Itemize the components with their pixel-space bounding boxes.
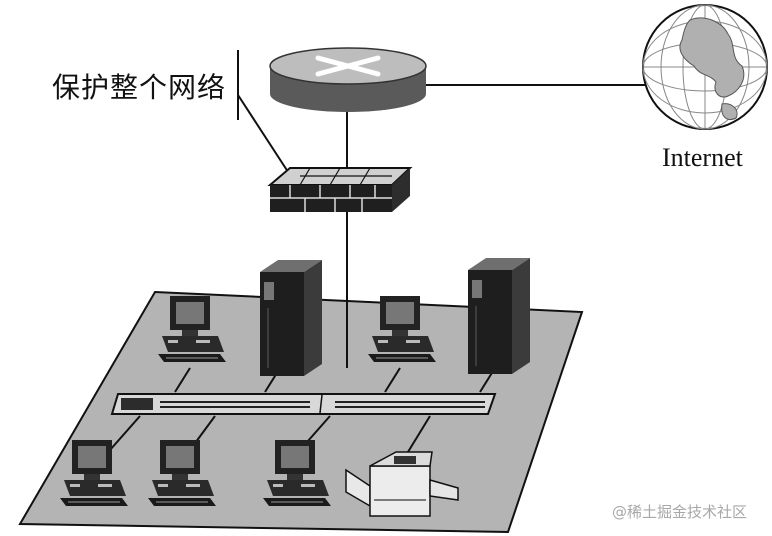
server-icon <box>467 257 531 375</box>
switch-icon <box>110 393 497 415</box>
protect-network-label: 保护整个网络 <box>52 71 227 104</box>
watermark-label: @稀土掘金技术社区 <box>612 503 748 521</box>
server-icon <box>259 259 323 377</box>
globe-icon <box>642 4 768 130</box>
router-icon <box>269 47 427 112</box>
internet-label: Internet <box>662 143 743 172</box>
firewall-icon <box>267 167 413 212</box>
printer-icon <box>345 451 459 517</box>
